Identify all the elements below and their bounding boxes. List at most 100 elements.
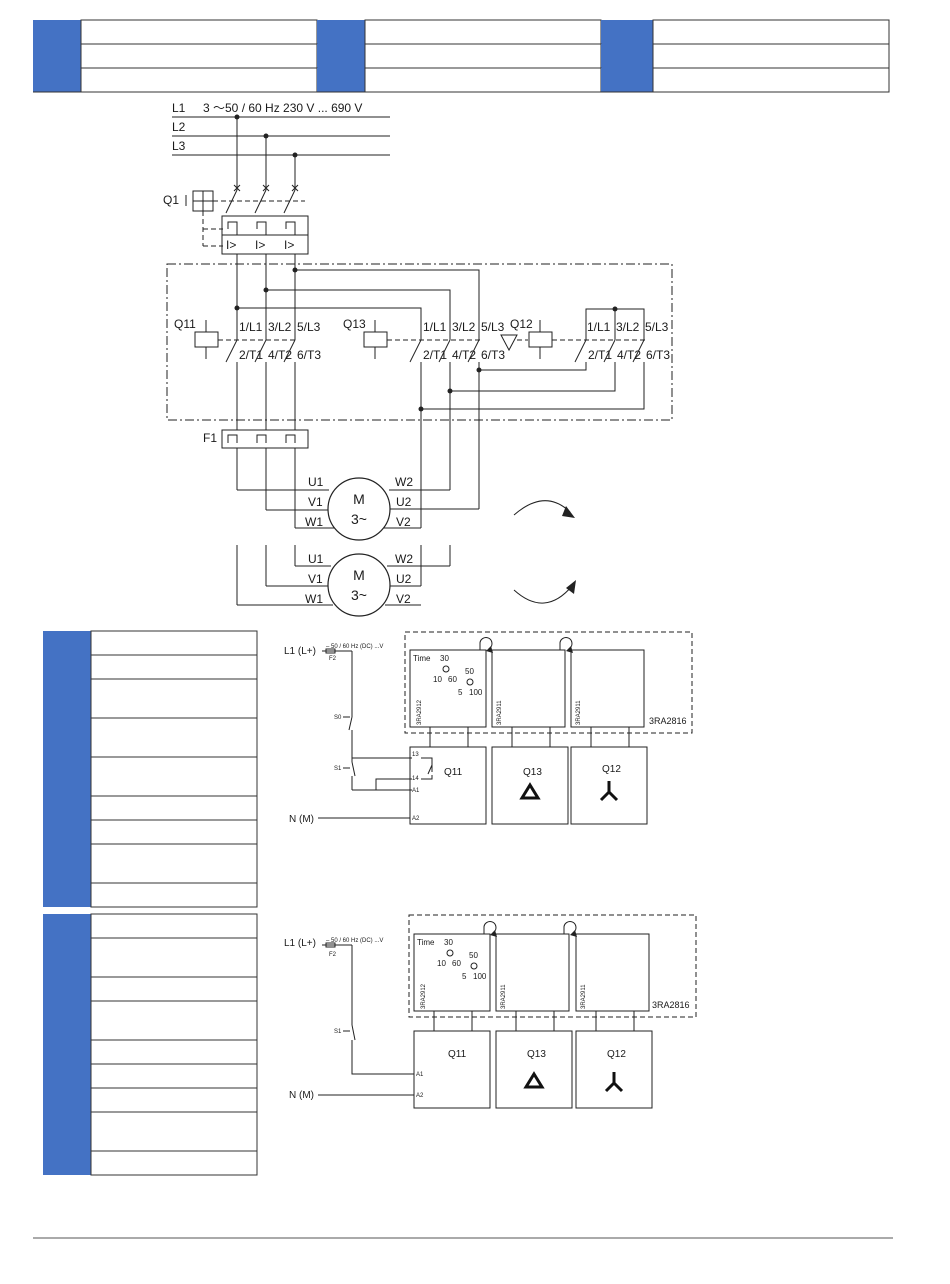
label-l2: L2 [172, 120, 186, 134]
ctrl2-supply-rating: – 50 / 60 Hz (DC) ...V [326, 938, 383, 944]
label-l3: L3 [172, 139, 186, 153]
top-table-value-9 [652, 67, 890, 93]
svg-text:V1: V1 [308, 495, 323, 509]
svg-text:1/L1: 1/L1 [239, 320, 263, 334]
svg-text:6/T3: 6/T3 [297, 348, 321, 362]
top-table-value-2 [364, 19, 602, 45]
svg-text:5: 5 [458, 688, 463, 697]
motor-1: M 3~ U1 V1 W1 W2 U2 V2 [237, 475, 480, 541]
svg-text:4/T2: 4/T2 [452, 348, 476, 362]
top-table-key-1 [33, 20, 81, 44]
top-table-value-6 [652, 43, 890, 69]
ctrl2-q13-block [495, 1030, 573, 1109]
ctrl1-supply-rating: – 50 / 60 Hz (DC) ...V [326, 644, 383, 650]
star-icon-2 [604, 1072, 624, 1093]
top-table-value-7 [80, 67, 318, 93]
top-table-key-3 [601, 20, 653, 44]
svg-text:2/T1: 2/T1 [588, 348, 612, 362]
ctrl1-link-module-1 [491, 649, 566, 728]
label-q13: Q13 [343, 317, 366, 331]
top-table-key-9 [601, 68, 653, 92]
svg-text:30: 30 [444, 938, 453, 947]
top-table-key-8 [317, 68, 365, 92]
ctrl2-fuse-label: F2 [329, 952, 337, 958]
svg-text:100: 100 [469, 688, 483, 697]
ctrl1-q11-block [409, 746, 487, 825]
svg-text:Q11: Q11 [444, 767, 463, 778]
ctrl2-q11-block [413, 1030, 491, 1109]
top-table-value-8 [364, 67, 602, 93]
ctrl1-fuse-label: F2 [329, 656, 337, 662]
svg-text:V2: V2 [396, 592, 411, 606]
svg-text:3RA2912: 3RA2912 [417, 699, 423, 725]
svg-text:3RA2911: 3RA2911 [501, 984, 507, 1009]
svg-text:A2: A2 [412, 816, 420, 822]
ctrl2-fuse-icon [325, 942, 336, 948]
q1-trip-3: I> [284, 238, 294, 252]
svg-text:N (M): N (M) [289, 814, 314, 825]
q1-trip-2: I> [255, 238, 265, 252]
svg-text:Q13: Q13 [523, 767, 542, 778]
svg-text:W2: W2 [395, 552, 413, 566]
svg-text:3RA2911: 3RA2911 [576, 700, 582, 725]
ctrl1-module-enclosure [404, 631, 693, 734]
motor-2: M 3~ U1 V1 W1 W2 U2 V2 [236, 545, 451, 617]
svg-text:W1: W1 [305, 515, 323, 529]
ctrl2-q12-block [575, 1030, 653, 1109]
svg-text:50: 50 [465, 667, 474, 676]
svg-text:Time: Time [417, 938, 435, 947]
svg-text:5: 5 [462, 972, 467, 981]
svg-text:Q11: Q11 [448, 1049, 467, 1060]
ctrl1-q12-block [570, 746, 648, 825]
svg-text:6/T3: 6/T3 [481, 348, 505, 362]
ctrl1-link-module-2 [570, 649, 645, 728]
svg-text:3~: 3~ [351, 511, 367, 527]
svg-text:100: 100 [473, 972, 487, 981]
svg-text:2/T1: 2/T1 [423, 348, 447, 362]
ctrl1-fuse-icon [325, 648, 336, 654]
q1-trip-1: I> [226, 238, 236, 252]
top-table-value-1 [80, 19, 318, 45]
svg-text:5/L3: 5/L3 [645, 320, 669, 334]
svg-text:U1: U1 [308, 552, 324, 566]
svg-text:M: M [353, 567, 365, 583]
svg-text:3RA2912: 3RA2912 [421, 983, 427, 1009]
svg-text:3RA2911: 3RA2911 [497, 700, 503, 725]
svg-text:W2: W2 [395, 475, 413, 489]
svg-text:S0: S0 [334, 715, 342, 721]
top-table-key-2 [317, 20, 365, 44]
svg-text:U2: U2 [396, 495, 412, 509]
rotation-arrow-1 [513, 500, 571, 516]
svg-text:3/L2: 3/L2 [616, 320, 640, 334]
svg-text:4/T2: 4/T2 [617, 348, 641, 362]
svg-text:V2: V2 [396, 515, 411, 529]
legend-table-1 [43, 630, 258, 908]
top-table-key-6 [601, 44, 653, 68]
top-table-key-7 [33, 68, 81, 92]
svg-text:5/L3: 5/L3 [297, 320, 321, 334]
svg-text:2/T1: 2/T1 [239, 348, 263, 362]
control-circuit-1: L1 (L+) – 50 / 60 Hz (DC) ...V F2 S0 S1 … [284, 631, 693, 825]
svg-text:U1: U1 [308, 475, 324, 489]
svg-text:60: 60 [452, 959, 461, 968]
svg-text:1/L1: 1/L1 [587, 320, 611, 334]
ctrl2-supply-plus: L1 (L+) [284, 938, 316, 949]
svg-text:Q12: Q12 [602, 764, 621, 775]
svg-text:V1: V1 [308, 572, 323, 586]
svg-text:3RA2816: 3RA2816 [652, 1000, 690, 1010]
svg-text:1/L1: 1/L1 [423, 320, 447, 334]
svg-text:N (M): N (M) [289, 1090, 314, 1101]
svg-text:4/T2: 4/T2 [268, 348, 292, 362]
supply-rating: 3 ～50 / 60 Hz 230 V ... 690 V [203, 101, 362, 115]
label-q11: Q11 [174, 317, 196, 331]
svg-text:5/L3: 5/L3 [481, 320, 505, 334]
f1-overload-block [221, 429, 309, 449]
svg-text:Time: Time [413, 654, 431, 663]
delta-icon [519, 782, 541, 800]
legend-table-2 [43, 913, 258, 1176]
rotation-arrow-2 [513, 585, 573, 604]
label-f1: F1 [203, 431, 217, 445]
svg-text:3/L2: 3/L2 [452, 320, 476, 334]
svg-text:30: 30 [440, 654, 449, 663]
